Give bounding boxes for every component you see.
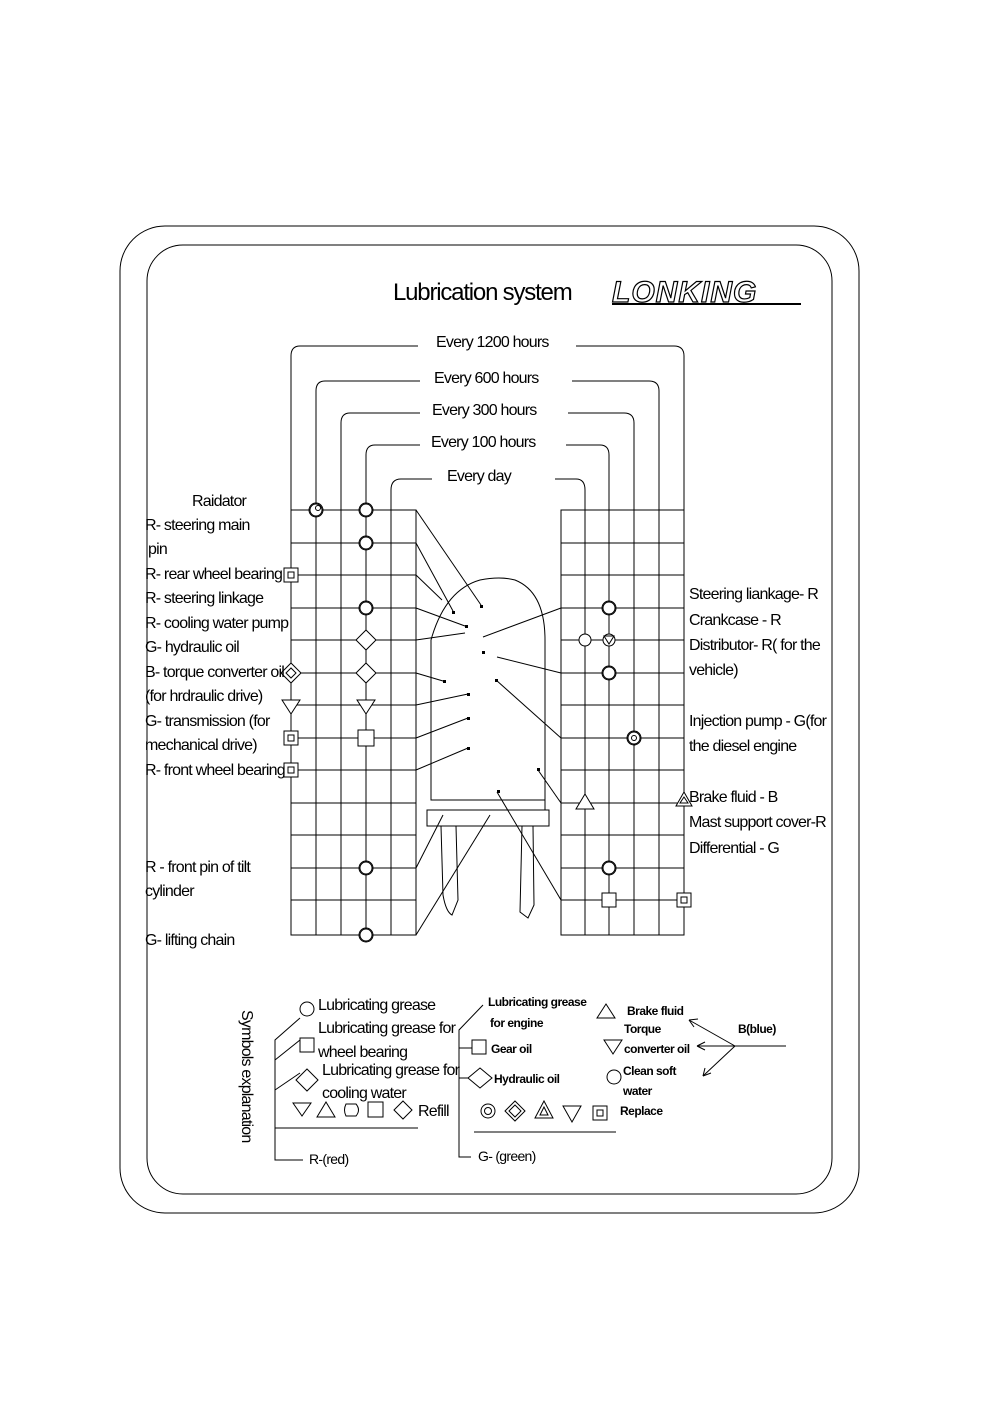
label-front-wheel-bearing: R- front wheel bearing [145, 762, 285, 779]
red-grease-cooling-water-cont: cooling water [322, 1085, 407, 1102]
label-steering-main-pin: R- steering main [145, 517, 250, 534]
inner-frame [146, 244, 833, 1195]
interval-300-hours: Every 300 hours [432, 402, 537, 419]
right-grid-markers [575, 601, 693, 908]
interval-100-hours: Every 100 hours [431, 434, 536, 451]
label-mast-support-cover: Mast support cover-R [689, 814, 826, 831]
down-triangle-marker [281, 699, 301, 715]
blue-torque-converter-oil: Torque [624, 1022, 662, 1036]
down-triangle-marker [603, 635, 615, 645]
red-grease-wheel-bearing: Lubricating grease for [318, 1020, 457, 1037]
blue-clean-soft-water-cont: water [622, 1084, 653, 1098]
square-marker [680, 896, 688, 904]
label-torque-converter-oil: B- torque converter oil [145, 664, 284, 681]
circle-marker [602, 666, 616, 680]
circle-marker [578, 633, 592, 647]
chart-title: Lubrication system [393, 279, 572, 306]
label-steering-linkage-right: Steering liankage- R [689, 586, 818, 603]
circle-marker [602, 601, 616, 615]
label-steering-linkage: R- steering linkage [145, 590, 264, 607]
diamond-marker [285, 667, 297, 679]
square-marker [601, 892, 617, 908]
label-distributor-cont: vehicle) [689, 662, 738, 679]
green-grease-engine: Lubricating grease [488, 995, 587, 1009]
square-marker [287, 766, 295, 774]
blue-torque-converter-oil-cont: converter oil [624, 1042, 690, 1056]
triangle-marker [575, 793, 595, 810]
interval-600-hours: Every 600 hours [434, 370, 539, 387]
label-steering-main-pin-cont: pin [148, 541, 167, 558]
interval-brackets [290, 345, 685, 510]
interval-1200-hours: Every 1200 hours [436, 334, 549, 351]
circle-marker [359, 503, 373, 517]
diamond-marker [355, 662, 377, 684]
forklift-outline [426, 577, 550, 919]
label-torque-converter-oil-cont: (for hrdraulic drive) [145, 688, 263, 705]
blue-group-lines [596, 1003, 786, 1085]
green-group-lines [458, 1004, 616, 1158]
symbols-heading: Symbols explanation [238, 1010, 255, 1142]
circle-marker [602, 861, 616, 875]
red-grease-cooling-water: Lubricating grease for [322, 1062, 461, 1079]
blue-brake-fluid: Brake fluid [627, 1004, 684, 1018]
outer-frame [119, 225, 860, 1214]
circle-marker [359, 536, 373, 550]
label-injection-pump: Injection pump - G(for [689, 713, 828, 730]
label-cooling-water-pump: R- cooling water pump [145, 615, 289, 632]
label-front-pin-tilt-cylinder-cont: cylinder [145, 883, 195, 900]
label-hydraulic-oil: G- hydraulic oil [145, 639, 239, 656]
label-transmission-cont: mechanical drive) [145, 737, 257, 754]
triangle-marker [679, 796, 689, 804]
square-marker [357, 729, 375, 747]
down-triangle-marker [356, 699, 376, 715]
label-differential: Differential - G [689, 840, 779, 857]
green-group-label: G- (green) [478, 1148, 536, 1164]
left-grid [290, 509, 417, 936]
label-lifting-chain: G- lifting chain [145, 932, 234, 949]
left-grid-markers [280, 503, 377, 942]
refill-label: Refill [418, 1103, 449, 1120]
blue-group-label: B(blue) [738, 1022, 776, 1036]
leader-lines [415, 509, 562, 936]
green-gear-oil: Gear oil [491, 1042, 532, 1056]
label-front-pin-tilt-cylinder: R - front pin of tilt [145, 859, 251, 876]
circle-marker [359, 928, 373, 942]
diamond-marker [355, 629, 377, 651]
square-marker [287, 734, 295, 742]
circle-marker [359, 601, 373, 615]
label-injection-pump-cont: the diesel engine [689, 738, 797, 755]
circle-marker [631, 735, 637, 741]
blue-clean-soft-water: Clean soft [623, 1064, 677, 1078]
label-rear-wheel-bearing: R- rear wheel bearing [145, 566, 282, 583]
right-grid [560, 509, 685, 936]
red-group-label: R-(red) [309, 1151, 348, 1167]
circle-marker [315, 505, 321, 511]
label-crankcase: Crankcase - R [689, 612, 781, 629]
interval-every-day: Every day [447, 468, 512, 485]
green-hydraulic-oil: Hydraulic oil [494, 1072, 560, 1086]
circle-marker [359, 861, 373, 875]
brand-logo: LONKING [612, 276, 757, 309]
replace-label: Replace [620, 1104, 663, 1118]
red-lubricating-grease: Lubricating grease [318, 997, 436, 1014]
red-group-lines [274, 1001, 418, 1161]
square-marker [287, 571, 295, 579]
label-radiator: Raidator [192, 493, 248, 510]
label-distributor: Distributor- R( for the [689, 637, 821, 654]
label-transmission: G- transmission (for [145, 713, 271, 730]
marker-backgrounds [308, 502, 642, 943]
green-grease-engine-cont: for engine [490, 1016, 544, 1030]
red-grease-wheel-bearing-cont: wheel bearing [317, 1044, 407, 1061]
label-brake-fluid: Brake fluid - B [689, 789, 778, 806]
